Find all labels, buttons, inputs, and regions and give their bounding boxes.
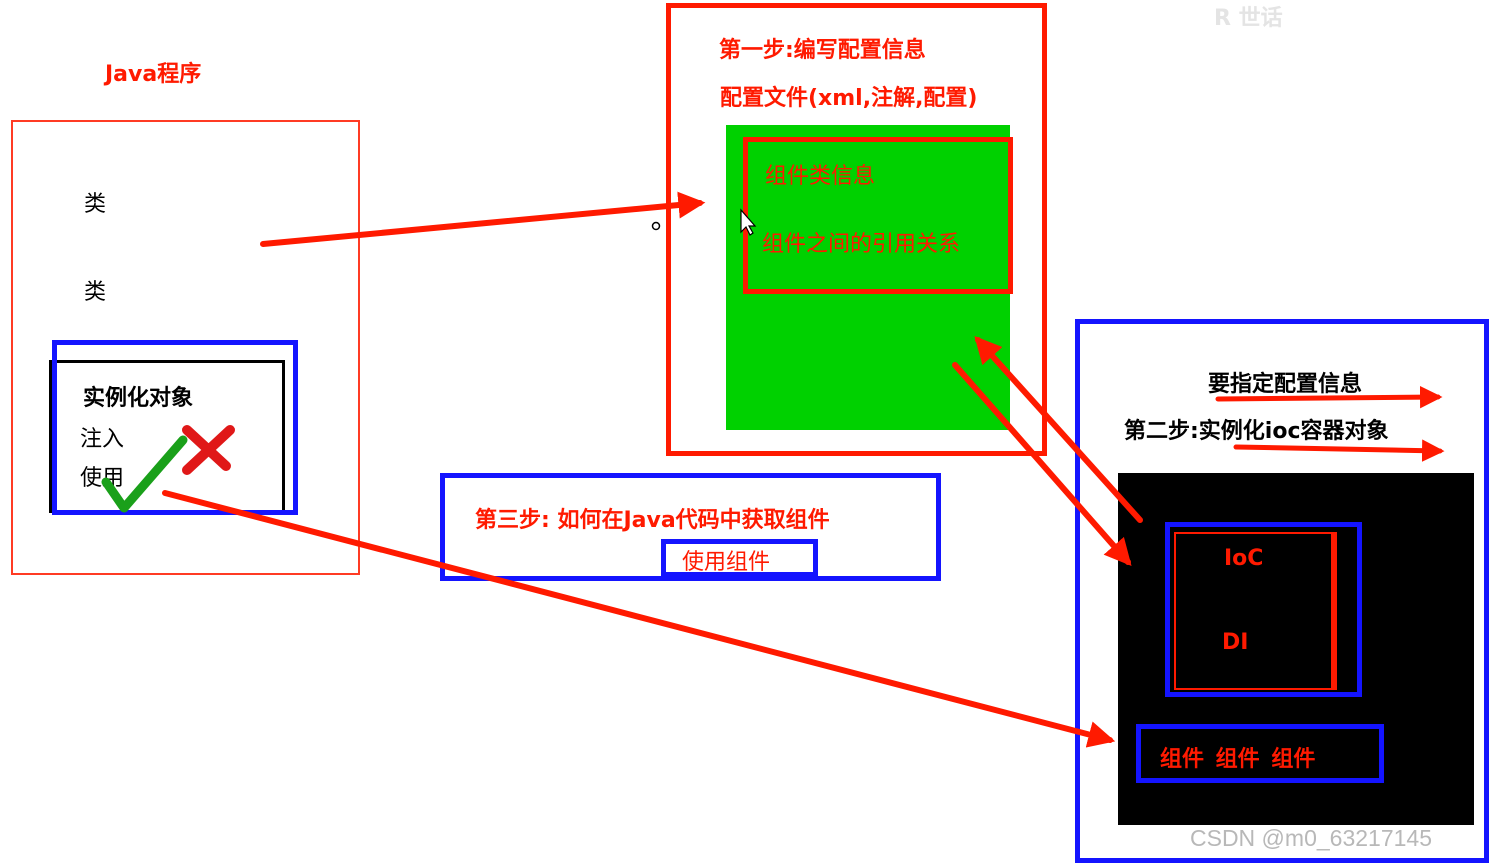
java-program-box (11, 120, 360, 575)
step2-title: 第二步:实例化ioc容器对象 (1124, 419, 1389, 444)
arrow-hint-underline (1215, 385, 1443, 409)
components-box (1136, 724, 1384, 783)
use-component-label: 使用组件 (682, 550, 771, 575)
ioc-di-highlight-box (1165, 522, 1362, 697)
ioc-di-box (1174, 532, 1337, 690)
arrow-class-to-config (260, 191, 706, 247)
component-refs-label: 组件之间的引用关系 (762, 232, 961, 257)
step1-subtitle: 配置文件(xml,注解,配置) (720, 86, 978, 111)
component-info-label: 组件类信息 (765, 164, 876, 189)
arrow-config-to-container (952, 362, 1132, 567)
step2-hint: 要指定配置信息 (1208, 372, 1363, 397)
ioc-container-outer-box (1075, 319, 1489, 863)
class-label-1: 类 (84, 192, 107, 217)
inject-label: 注入 (80, 427, 125, 452)
instantiate-highlight-box (52, 340, 298, 515)
step3-title: 第三步: 如何在Java代码中获取组件 (475, 508, 830, 533)
instantiate-label: 实例化对象 (83, 386, 194, 411)
mouse-cursor-icon (740, 208, 757, 236)
class-label-2: 类 (84, 280, 107, 305)
di-label: DI (1222, 630, 1249, 655)
use-label: 使用 (80, 466, 125, 491)
arrow-container-to-config (974, 335, 1143, 523)
use-component-box (661, 539, 818, 577)
arrow-step2-underline (1233, 439, 1445, 462)
cursor-dot (651, 221, 661, 231)
cross-mark-icon (182, 425, 235, 475)
ioc-label: IoC (1224, 546, 1264, 571)
top-watermark: R 世话 (1214, 6, 1283, 31)
components-label: 组件 组件 组件 (1160, 747, 1316, 772)
ioc-container-area (1118, 473, 1474, 825)
step1-box (666, 3, 1047, 456)
check-mark-icon (101, 435, 188, 513)
arrow-use-to-components (162, 490, 1116, 748)
java-program-title: Java程序 (105, 62, 202, 87)
step3-box (440, 473, 941, 581)
csdn-watermark: CSDN @m0_63217145 (1190, 825, 1432, 851)
step1-title: 第一步:编写配置信息 (719, 38, 926, 63)
config-file-area (726, 125, 1010, 430)
